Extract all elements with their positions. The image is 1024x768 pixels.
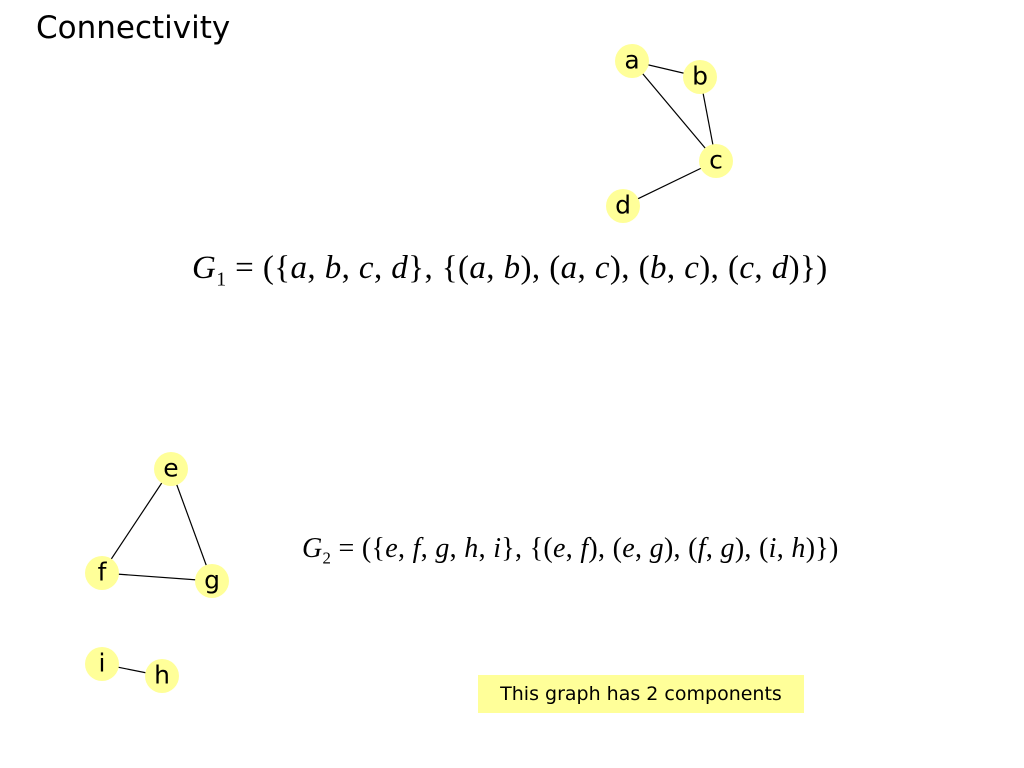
nodes: a b c d e f g i h bbox=[85, 44, 733, 693]
node-label: i bbox=[99, 649, 106, 678]
graph2-node-i: i bbox=[85, 647, 119, 681]
graph1-edge-c-d bbox=[622, 160, 717, 207]
graph1-node-d: d bbox=[606, 189, 640, 223]
node-circle bbox=[154, 452, 188, 486]
graph2-node-f: f bbox=[85, 556, 119, 590]
node-label: g bbox=[204, 566, 220, 595]
graph1-formula: G1 = ({a, b, c, d}, {(a, b), (a, c), (b,… bbox=[192, 250, 828, 291]
components-note: This graph has 2 components bbox=[478, 675, 804, 713]
graph2-edge-e-g bbox=[170, 468, 213, 582]
graph2-node-g: g bbox=[195, 564, 229, 598]
node-label: c bbox=[709, 146, 723, 175]
graph2-node-h: h bbox=[145, 659, 179, 693]
graph2-edge-f-g bbox=[101, 572, 213, 582]
node-circle bbox=[699, 144, 733, 178]
node-circle bbox=[606, 189, 640, 223]
node-circle bbox=[195, 564, 229, 598]
graph2-formula: G2 = ({e, f, g, h, i}, {(e, f), (e, g), … bbox=[302, 533, 839, 568]
graph1-edge-a-c bbox=[631, 60, 717, 162]
node-label: a bbox=[624, 46, 639, 75]
node-label: e bbox=[163, 454, 178, 483]
node-circle bbox=[683, 60, 717, 94]
node-label: h bbox=[154, 661, 170, 690]
graph1-node-b: b bbox=[683, 60, 717, 94]
graph2-edge-e-f bbox=[101, 468, 172, 574]
edges bbox=[101, 60, 717, 677]
node-label: f bbox=[98, 558, 108, 587]
node-label: d bbox=[615, 191, 631, 220]
graph1-node-c: c bbox=[699, 144, 733, 178]
page-title: Connectivity bbox=[36, 10, 231, 46]
node-circle bbox=[85, 647, 119, 681]
graph1-node-a: a bbox=[615, 44, 649, 78]
node-circle bbox=[615, 44, 649, 78]
graph2-node-e: e bbox=[154, 452, 188, 486]
node-circle bbox=[85, 556, 119, 590]
node-label: b bbox=[692, 62, 708, 91]
node-circle bbox=[145, 659, 179, 693]
